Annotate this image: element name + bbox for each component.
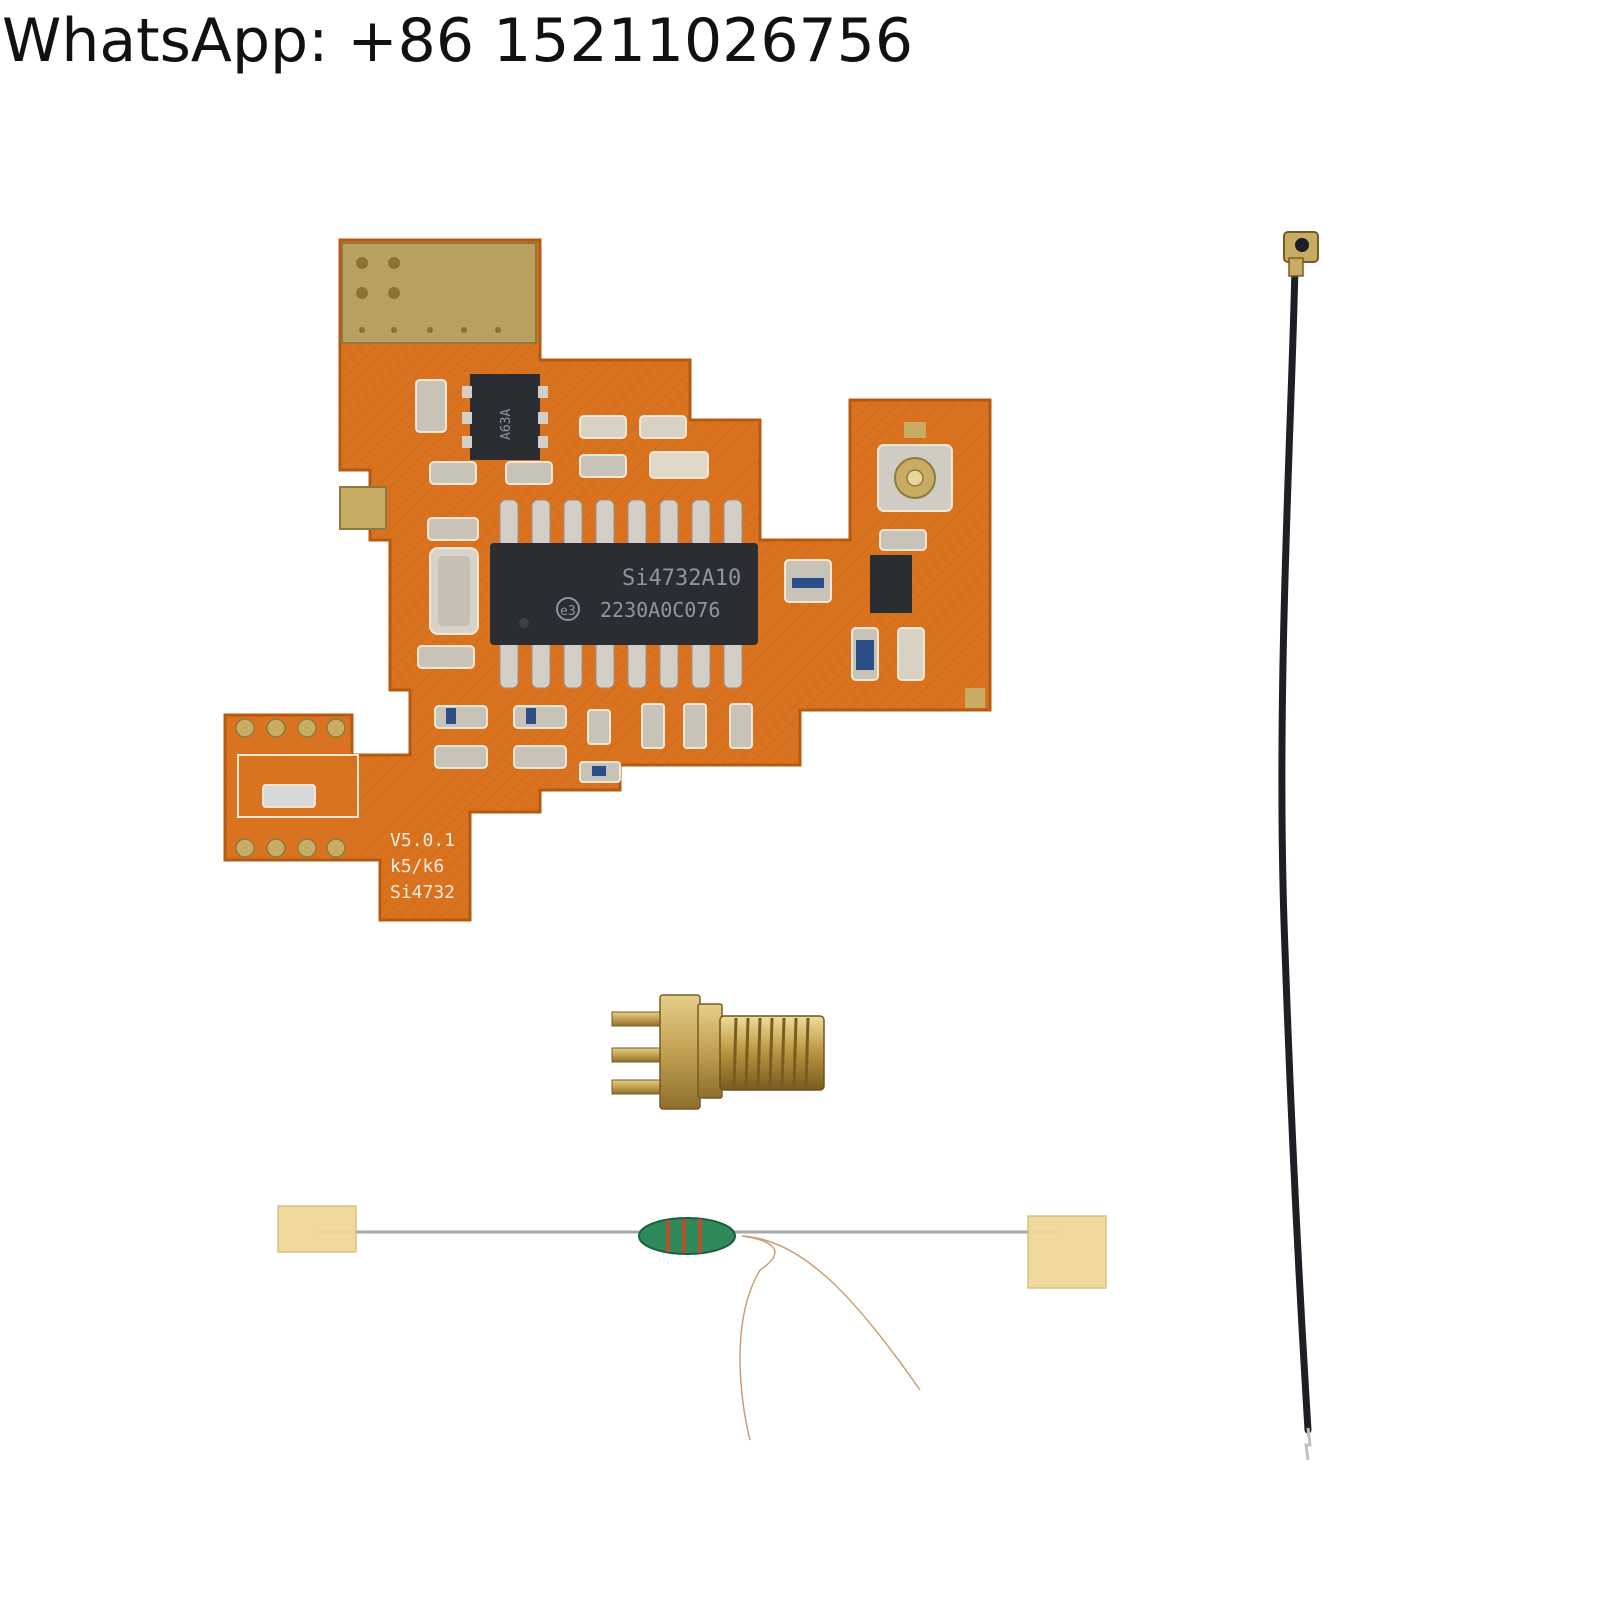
- pcb-silkscreen: V5.0.1 k5/k6 Si4732: [390, 830, 455, 903]
- chip-logo: e3: [560, 604, 576, 619]
- small-ic: [870, 555, 912, 613]
- inductor-coil: [638, 1217, 736, 1255]
- ufl-connector: [877, 422, 953, 512]
- ufl-plug: [1283, 231, 1319, 277]
- crystal-oscillator: [429, 547, 479, 635]
- board-chip-text: Si4732: [390, 882, 455, 903]
- tape-left: [277, 1205, 357, 1253]
- regulator-ic: A63A: [462, 374, 548, 460]
- whatsapp-contact-text: WhatsApp: +86 15211026756: [2, 6, 914, 76]
- board-model-text: k5/k6: [390, 856, 444, 877]
- castellated-edge: [228, 718, 359, 858]
- inductor-antenna-wire: [277, 1205, 1107, 1441]
- chip-marking-line1: Si4732A10: [622, 566, 741, 591]
- tape-right: [1027, 1215, 1107, 1289]
- sma-connector: [611, 994, 825, 1110]
- chip-marking-line2: 2230A0C076: [600, 598, 720, 622]
- radio-module-pcb: Si4732A10 e3 2230A0C076 A63A: [223, 238, 992, 922]
- solder-pad: [965, 688, 985, 708]
- solder-pad: [339, 486, 387, 530]
- ufl-pigtail-cable: [1278, 231, 1319, 1461]
- board-version-text: V5.0.1: [390, 830, 455, 851]
- main-ic-chip: Si4732A10 e3 2230A0C076: [490, 499, 758, 689]
- shield-pad: [341, 242, 537, 344]
- regulator-marking: A63A: [499, 409, 514, 440]
